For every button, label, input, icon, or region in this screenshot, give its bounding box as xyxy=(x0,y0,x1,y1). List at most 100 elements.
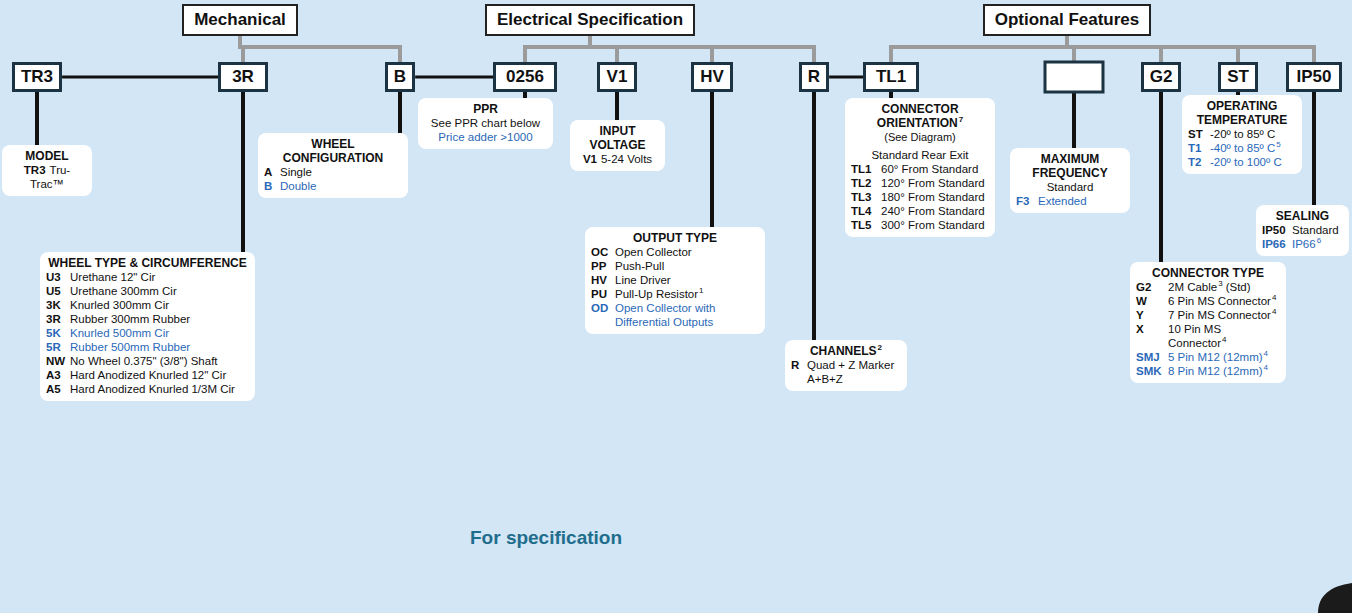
code-box: TR3 xyxy=(12,62,62,92)
option-text: Standard Rear Exit xyxy=(871,149,968,161)
option-row: Standard Rear Exit xyxy=(851,148,989,162)
option-code: R xyxy=(791,358,807,372)
empty-code-box xyxy=(1045,62,1103,92)
option-text: Quad + Z Marker xyxy=(807,359,894,371)
option-row: U3Urethane 12" Cir xyxy=(46,270,249,284)
option-text: Rubber 300mm Rubber xyxy=(70,313,190,325)
option-row: SMJ5 Pin M12 (12mm)4 xyxy=(1136,350,1280,364)
option-text: 180° From Standard xyxy=(881,191,985,203)
option-row: 3KKnurled 300mm Cir xyxy=(46,298,249,312)
option-row: CONNECTOR TYPE xyxy=(1136,266,1280,280)
option-heading: MAXIMUM FREQUENCY xyxy=(1032,152,1107,180)
option-text: Single xyxy=(280,166,312,178)
option-code: Y xyxy=(1136,308,1168,322)
option-row: PPR xyxy=(424,102,547,116)
option-code: OC xyxy=(591,245,615,259)
option-row: TL4240° From Standard xyxy=(851,204,989,218)
option-row: BDouble xyxy=(264,179,402,193)
option-heading: WHEEL CONFIGURATION xyxy=(283,137,383,165)
option-heading: CONNECTOR TYPE xyxy=(1152,266,1264,280)
code-box: 3R xyxy=(218,62,268,92)
option-row: Standard xyxy=(1016,180,1124,194)
option-box: CONNECTOR ORIENTATION7(See Diagram)Stand… xyxy=(845,98,995,237)
option-row: NWNo Wheel 0.375" (3/8") Shaft xyxy=(46,354,249,368)
option-text: -20º to 100º C xyxy=(1210,156,1282,168)
option-text: See PPR chart below xyxy=(431,117,540,129)
leader-line xyxy=(1312,92,1316,205)
option-row: V15-24 Volts xyxy=(576,152,659,166)
option-row: ODOpen Collector with Differential Outpu… xyxy=(591,301,759,329)
dash-connector xyxy=(829,76,863,79)
leader-line xyxy=(1159,92,1163,262)
option-row: INPUT VOLTAGE xyxy=(576,124,659,152)
option-code: TL1 xyxy=(851,162,881,176)
code-text: 3R xyxy=(232,67,254,86)
option-code: A3 xyxy=(46,368,70,382)
option-code: TL4 xyxy=(851,204,881,218)
option-text: 60° From Standard xyxy=(881,163,978,175)
option-code: TR3 xyxy=(24,164,46,176)
option-code: PP xyxy=(591,259,615,273)
option-box: INPUT VOLTAGEV15-24 Volts xyxy=(570,120,665,171)
leader-line xyxy=(615,92,619,120)
note-text: For specification xyxy=(470,527,622,548)
dash-connector xyxy=(62,76,218,79)
option-text: 10 Pin MS Connector xyxy=(1168,323,1221,349)
option-heading: WHEEL TYPE & CIRCUMFERENCE xyxy=(48,256,246,270)
code-box: V1 xyxy=(597,62,637,92)
code-box: G2 xyxy=(1141,62,1182,92)
option-row: F3Extended xyxy=(1016,194,1124,208)
code-box: R xyxy=(799,62,829,92)
option-text: (See Diagram) xyxy=(884,131,956,143)
bracket-line xyxy=(1072,47,1076,62)
footnote-number: 2 xyxy=(878,343,882,352)
option-row: Y7 Pin MS Connector4 xyxy=(1136,308,1280,322)
code-text: TR3 xyxy=(21,67,53,86)
option-row: ASingle xyxy=(264,165,402,179)
bracket-line xyxy=(1067,36,1314,62)
option-code: A5 xyxy=(46,382,70,396)
option-row: T1-40º to 85º C5 xyxy=(1188,141,1296,155)
note-label: For specification xyxy=(470,527,622,549)
option-text: 8 Pin M12 (12mm) xyxy=(1168,365,1263,377)
option-code: HV xyxy=(591,273,615,287)
option-heading: CHANNELS xyxy=(810,344,877,358)
option-heading: INPUT VOLTAGE xyxy=(589,124,645,152)
option-box: PPRSee PPR chart belowPrice adder >1000 xyxy=(418,98,553,149)
code-text: ST xyxy=(1227,67,1249,86)
option-row: ST-20º to 85º C xyxy=(1188,127,1296,141)
option-text: Urethane 300mm Cir xyxy=(70,285,177,297)
option-row: CHANNELS2 xyxy=(791,344,901,358)
code-text: IP50 xyxy=(1297,67,1332,86)
option-code: A xyxy=(264,165,280,179)
option-text: Price adder >1000 xyxy=(438,131,532,143)
option-text: Hard Anodized Knurled 1/3M Cir xyxy=(70,383,235,395)
code-box: ST xyxy=(1218,62,1258,92)
option-text: IP66 xyxy=(1292,238,1316,250)
code-text: G2 xyxy=(1150,67,1173,86)
option-text: 7 Pin MS Connector xyxy=(1168,309,1271,321)
dash-connector xyxy=(415,76,493,79)
option-heading: SEALING xyxy=(1276,209,1329,223)
leader-line xyxy=(241,92,245,252)
option-code: T1 xyxy=(1188,141,1210,155)
option-row: U5Urethane 300mm Cir xyxy=(46,284,249,298)
section-header: Mechanical xyxy=(182,4,298,36)
footnote-number: 4 xyxy=(1222,335,1226,344)
option-row: OUTPUT TYPE xyxy=(591,231,759,245)
option-row: PPPush-Pull xyxy=(591,259,759,273)
option-code: IP66 xyxy=(1262,237,1292,251)
option-row: OPERATING TEMPERATURE xyxy=(1188,99,1296,127)
leader-line xyxy=(812,92,816,340)
option-heading: MODEL xyxy=(25,149,68,163)
option-heading: OPERATING TEMPERATURE xyxy=(1197,99,1287,127)
option-row: MAXIMUM FREQUENCY xyxy=(1016,152,1124,180)
code-text: TL1 xyxy=(876,67,906,86)
option-code: U5 xyxy=(46,284,70,298)
section-header: Optional Features xyxy=(983,4,1152,36)
option-box: SEALINGIP50StandardIP66IP666 xyxy=(1256,205,1349,256)
option-code: X xyxy=(1136,322,1168,336)
option-row: TL2120° From Standard xyxy=(851,176,989,190)
option-code: W xyxy=(1136,294,1168,308)
